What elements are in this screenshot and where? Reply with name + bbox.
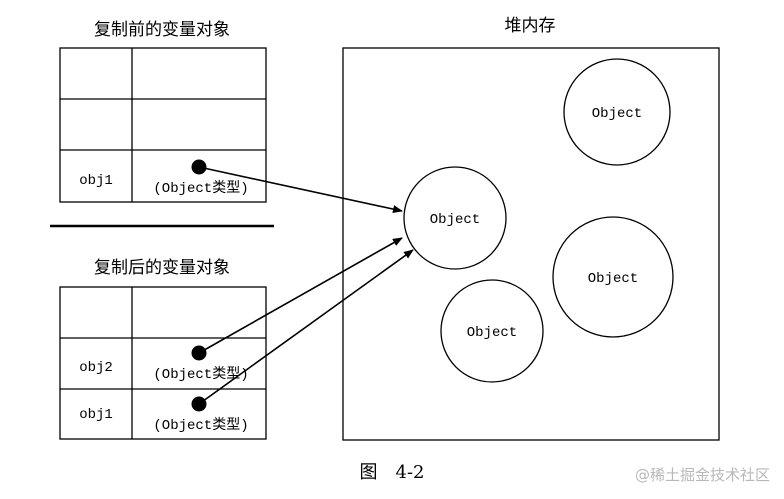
after-row-3-value: (Object类型)	[153, 417, 248, 434]
object-circle	[440, 279, 544, 383]
after-row-2-value: (Object类型)	[153, 366, 248, 383]
object-label: Object	[467, 325, 517, 341]
watermark: @稀土掘金技术社区	[635, 466, 770, 484]
before-table-border	[59, 47, 267, 203]
object-circle	[563, 58, 671, 166]
arrow-after-obj2-to-object	[198, 237, 403, 354]
after-row-3-name: obj1	[79, 407, 113, 423]
before-table: obj1 (Object类型)	[59, 47, 267, 203]
after-table: obj2 (Object类型) obj1 (Object类型)	[59, 286, 267, 440]
arrow-before-obj1-to-object	[198, 166, 403, 214]
figure-caption: 图 4-2	[360, 462, 425, 483]
after-row-2-name: obj2	[79, 360, 113, 376]
object-label: Object	[588, 271, 638, 287]
heap-object-right: Object	[552, 216, 674, 338]
heap-box	[342, 47, 720, 441]
object-circle	[552, 216, 674, 338]
heap-title: 堆内存	[505, 16, 556, 36]
before-title: 复制前的变量对象	[94, 20, 230, 40]
arrow-after-obj1-to-object	[198, 249, 414, 405]
object-circle	[403, 166, 507, 270]
object-label: Object	[592, 106, 642, 122]
before-row-3-value: (Object类型)	[153, 180, 248, 197]
heap-object-shared: Object	[403, 166, 507, 270]
after-title: 复制后的变量对象	[94, 258, 230, 278]
after-table-border	[59, 286, 267, 440]
heap-object-bottom: Object	[440, 279, 544, 383]
heap-object-top-right: Object	[563, 58, 671, 166]
before-row-3-name: obj1	[79, 173, 113, 189]
object-label: Object	[430, 212, 480, 228]
